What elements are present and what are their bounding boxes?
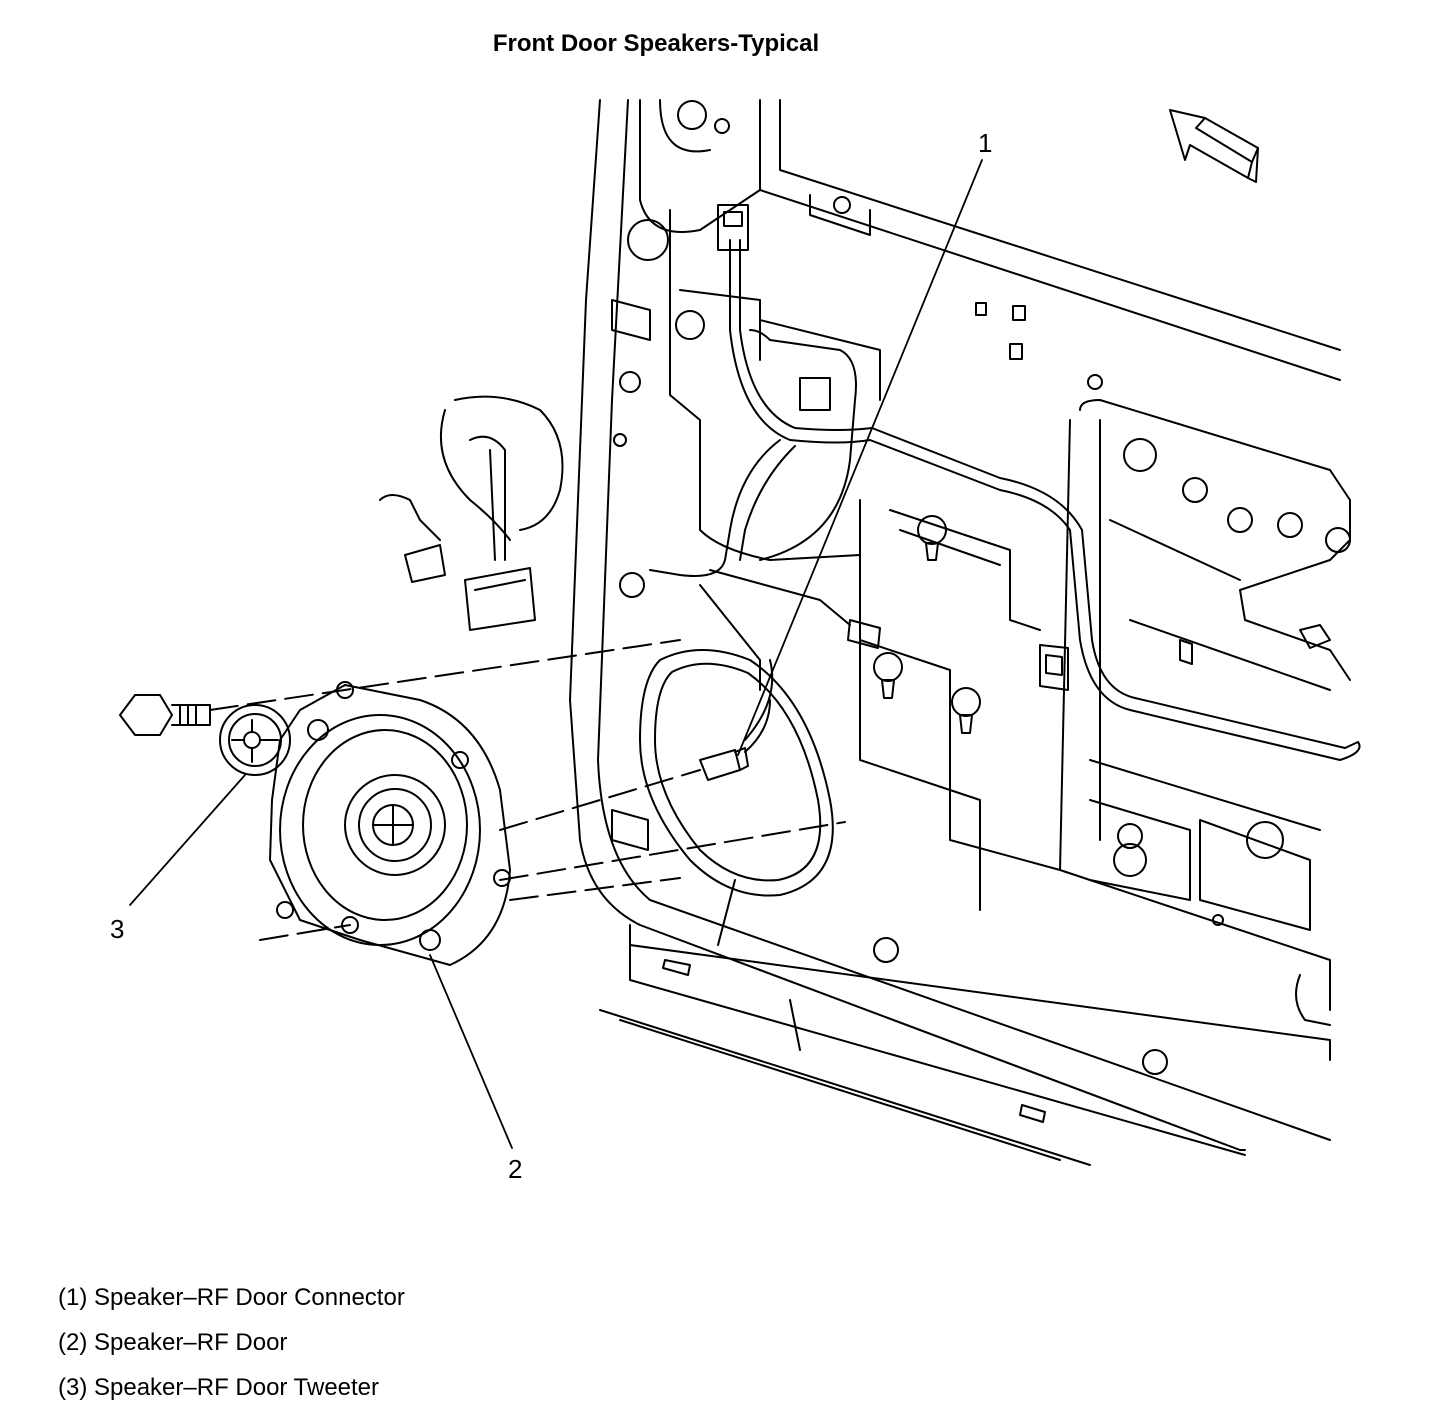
door-upper-bracket [669, 209, 881, 561]
diagram-title: Front Door Speakers-Typical [492, 30, 820, 57]
door-small-holes [611, 299, 1103, 851]
callout-2: 2 [508, 1154, 522, 1184]
pigtail-wire [379, 395, 564, 631]
leader-lines [129, 159, 983, 1149]
harness-connectors [717, 204, 1069, 691]
callout-3: 3 [110, 914, 124, 944]
door-bracket-center [859, 499, 1143, 911]
door-speaker [269, 681, 511, 966]
door-inner-panel [569, 99, 1341, 1166]
tweeter [219, 704, 291, 776]
speaker-connector [699, 699, 771, 781]
legend-item: (2) Speaker–RF Door [58, 1329, 288, 1356]
callout-1: 1 [978, 128, 992, 158]
wiring-harness [649, 239, 1361, 761]
parts-legend: (1) Speaker–RF Door Connector (2) Speake… [58, 1275, 405, 1410]
legend-item: (3) Speaker–RF Door Tweeter [58, 1374, 380, 1401]
bolt [119, 694, 211, 736]
door-frame-right [1059, 399, 1351, 1026]
speaker-opening [639, 649, 834, 946]
legend-item: (1) Speaker–RF Door Connector [58, 1284, 405, 1311]
forward-direction-arrow-icon [1169, 109, 1259, 183]
door-speaker-illustration: 1 3 2 [110, 99, 1361, 1184]
alignment-lines [209, 639, 846, 941]
